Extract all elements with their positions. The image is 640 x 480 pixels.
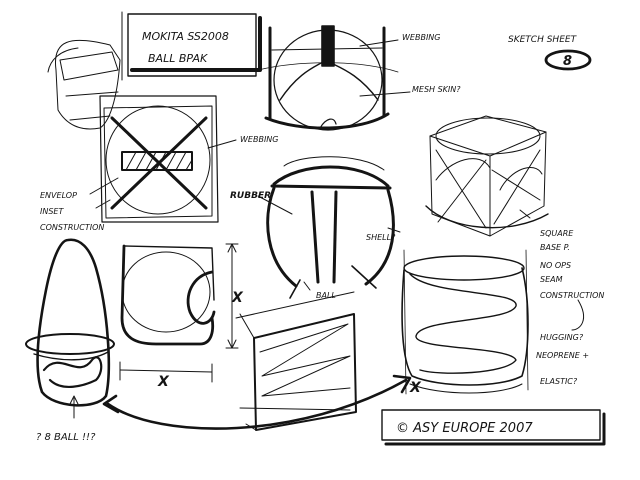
label-seam: SEAM <box>540 275 563 284</box>
connector-double-arrow <box>102 374 412 430</box>
copyright-text: © ASY EUROPE 2007 <box>396 421 533 436</box>
x-mark-box: X <box>409 380 422 396</box>
label-ball-question: ? 8 BALL !!? <box>36 432 96 443</box>
label-neoprene: NEOPRENE + <box>536 351 589 360</box>
sketch-u-bag <box>119 243 239 383</box>
label-webbing-top: WEBBING <box>402 33 440 42</box>
sketch-rubber-bag <box>257 156 395 299</box>
label-inset: INSET <box>40 207 64 216</box>
hand-lettering: MOKITA SS2008 BALL BPAK SKETCH SHEET 8 W… <box>36 30 604 443</box>
x-mark-vertical: X <box>231 290 244 306</box>
label-rubber: RUBBER <box>230 191 271 201</box>
title-line-1: MOKITA SS2008 <box>142 30 229 43</box>
label-envelop: ENVELOP <box>40 191 77 200</box>
label-mesh-skin: MESH SKIN? <box>412 85 461 94</box>
label-square: SQUARE <box>540 229 574 238</box>
x-mark-u-bag: X <box>157 374 170 390</box>
label-ball: BALL <box>316 291 336 300</box>
sketch-bottle-bag <box>25 238 115 419</box>
label-base-p: BASE P. <box>540 243 570 252</box>
label-elastic: ELASTIC? <box>540 377 578 386</box>
copyright-box <box>381 409 606 446</box>
sheet-number-oval <box>544 49 592 71</box>
leader-lines <box>89 39 584 331</box>
sheet-number: 8 <box>563 54 572 69</box>
sheet-label: SKETCH SHEET <box>508 35 578 45</box>
label-construction-left: CONSTRUCTION <box>40 223 104 232</box>
sketch-top-left-bag <box>47 39 121 130</box>
label-hugging: HUGGING? <box>540 333 584 342</box>
sketch-cube <box>425 115 549 237</box>
label-shell: SHELL? <box>366 233 396 242</box>
sketch-cylinder-bag <box>401 249 529 395</box>
label-construction-right: CONSTRUCTION <box>540 291 604 300</box>
label-webbing-left: WEBBING <box>240 135 278 144</box>
label-no-ops: NO OPS <box>540 261 571 270</box>
sketch-top-center-ball-bag <box>257 25 399 131</box>
sketch-envelope-inset <box>95 95 219 223</box>
title-box <box>121 11 262 81</box>
sketch-perspective-box <box>235 291 357 431</box>
title-line-2: BALL BPAK <box>148 52 208 65</box>
